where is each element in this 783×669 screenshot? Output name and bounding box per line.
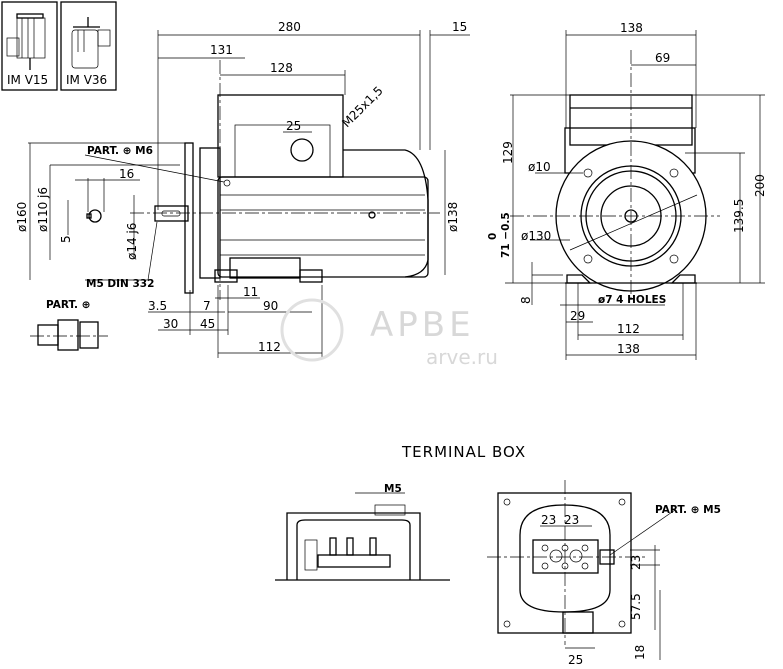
dim-138-top: 138 [620,21,643,35]
cable-gland-label: M25x1,5 [339,84,386,131]
dim-128: 128 [270,61,293,75]
dim-30: 30 [163,317,178,331]
part-m6-label: PART. ⊕ M6 [87,145,153,157]
motor-front-view [510,50,720,300]
watermark-url: arve.ru [426,345,498,369]
dim-138-bottom: 138 [617,342,640,356]
dim-112: 112 [258,340,281,354]
part-m5-label: PART. ⊕ M5 [655,504,721,516]
dim-8: 8 [519,296,533,304]
dim-131: 131 [210,43,233,57]
center-hole-label: M5 DIN 332 [86,278,154,290]
terminal-box-title: TERMINAL BOX [401,443,526,461]
dim-23b: 23 [564,513,579,527]
part-detail-label: PART. ⊕ [46,299,90,311]
dim-29: 29 [570,309,585,323]
mounting-v36-box: IM V36 [60,1,117,91]
dim-280: 280 [278,20,301,34]
m5-label: M5 [384,483,402,495]
motor-side-view [30,60,440,351]
dim-15: 15 [452,20,467,34]
dim-18: 18 [633,645,647,660]
pcd-diameter: ø130 [521,229,551,243]
watermark-brand: АРВЕ [370,305,475,345]
dim-3-5: 3.5 [148,299,167,313]
watermark: АРВЕ arve.ru [280,298,498,369]
body-diameter: ø138 [446,202,460,232]
mounting-v15-box: IM V15 [1,1,58,91]
dim-69: 69 [655,51,670,65]
side-dimension-lines [28,30,470,358]
shaft-height-tolerance: 0 [487,233,499,240]
dim-16: 16 [119,167,134,181]
dim-200: 200 [753,174,767,197]
dim-25: 25 [286,119,301,133]
dim-129: 129 [501,141,515,164]
dim-45: 45 [200,317,215,331]
dim-112-front: 112 [617,322,640,336]
dim-7: 7 [203,299,211,313]
front-dimension-lines [505,30,765,360]
dim-5: 5 [59,235,73,243]
terminal-box-section [275,492,450,581]
shaft-height: 71 −0.5 [500,212,512,258]
dim-90: 90 [263,299,278,313]
terminal-box-top-view [487,480,676,660]
foot-holes-label: ø7 4 HOLES [598,294,666,306]
flange-diameter: ø160 [15,202,29,232]
dim-11: 11 [243,285,258,299]
dim-57-5: 57.5 [629,593,643,620]
mounting-v36-label: IM V36 [66,73,107,87]
dim-23a: 23 [541,513,556,527]
shaft-diameter: ø14 j6 [125,223,139,260]
spigot-diameter: ø110 j6 [36,187,50,232]
dim-139-5: 139.5 [732,199,746,233]
dim-25-tb: 25 [568,653,583,667]
dim-23c: 23 [629,555,643,570]
mounting-v15-label: IM V15 [7,73,48,87]
hole-diameter: ø10 [528,160,551,174]
